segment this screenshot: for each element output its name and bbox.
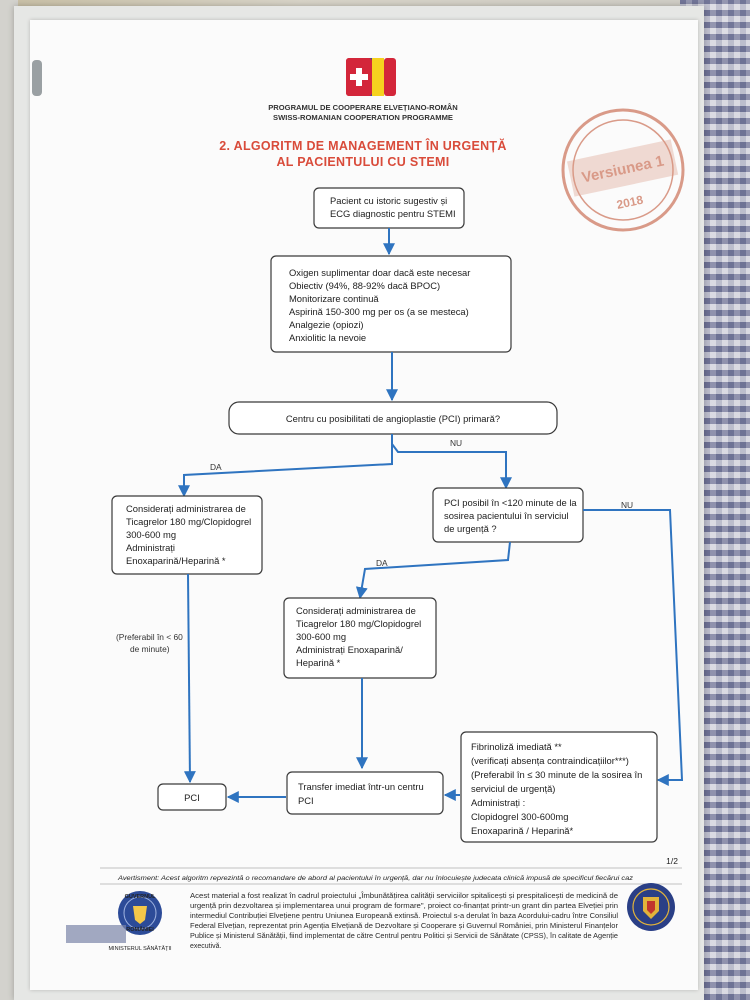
left-treatment-line: Ticagrelor 180 mg/Clopidogrel (126, 516, 251, 527)
fibrinolysis-line: Administrați : (471, 797, 525, 808)
care-line: Oxigen suplimentar doar dacă este necesa… (289, 267, 470, 278)
pci-center-question-node: Centru cu posibilitati de angioplastie (… (228, 401, 558, 435)
page-title-line1: 2. ALGORITM DE MANAGEMENT ÎN URGENȚĂ (219, 138, 506, 153)
left-treatment-line: Considerați administrarea de (126, 503, 246, 514)
care-line: Anxiolitic la nevoie (289, 332, 366, 343)
page-title-line2: AL PACIENTULUI CU STEMI (276, 155, 449, 169)
fibrinolysis-line: (Preferabil în ≤ 30 minute de la sosirea… (471, 769, 642, 780)
footer-line: Acest material a fost realizat în cadrul… (190, 891, 618, 900)
transfer-line: PCI (298, 795, 314, 806)
footer-line: intermediul Contribuției Elvețiene pentr… (190, 913, 618, 920)
pci-text: PCI (184, 792, 200, 803)
middle-treatment-line: Heparină * (296, 657, 341, 668)
fibrinolysis-line: Fibrinoliză imediată ** (471, 741, 562, 752)
warning-text: Avertisment: Acest algoritm reprezintă o… (117, 875, 634, 882)
document-page: PROGRAMUL DE COOPERARE ELVEȚIANO-ROMÂN S… (30, 20, 698, 990)
footer-line: urgență prin dezvoltarea și implementare… (190, 903, 618, 910)
program-name-ro: PROGRAMUL DE COOPERARE ELVEȚIANO-ROMÂN (268, 103, 458, 112)
page-number: 1/2 (666, 856, 678, 866)
pci-120-question-node: PCI posibil în <120 minute de la sosirea… (432, 487, 584, 543)
middle-treatment-line: Considerați administrarea de (296, 605, 416, 616)
left-treatment-node: Considerați administrarea de Ticagrelor … (111, 495, 263, 575)
initial-care-node: Oxigen suplimentar doar dacă este necesa… (270, 255, 512, 353)
pci-120-line: PCI posibil în <120 minute de la (444, 497, 577, 508)
pci-node: PCI (157, 783, 227, 811)
middle-treatment-node: Considerați administrarea de Ticagrelor … (283, 597, 437, 679)
middle-treatment-line: 300-600 mg (296, 631, 346, 642)
flowchart: PROGRAMUL DE COOPERARE ELVEȚIANO-ROMÂN S… (32, 58, 685, 952)
coat-of-arms-logo (627, 883, 675, 931)
start-line: Pacient cu istoric sugestiv și (330, 195, 447, 206)
gov-logo-bottom: MINISTERUL SĂNĂTĂȚII (108, 945, 172, 952)
arrow-nu-to-fibrinolysis (583, 509, 684, 786)
care-line: Aspirină 150-300 mg per os (a se mesteca… (289, 306, 469, 317)
arrow-da-middle (355, 541, 511, 600)
footer-line: Publice și Ministerul Sănătății, fiind i… (190, 933, 618, 940)
label-preferabil-line1: (Preferabil în < 60 (116, 632, 183, 642)
background-left (0, 0, 18, 1000)
swiss-romanian-flag-logo (346, 58, 396, 96)
version-stamp: Versiunea 1 2018 (561, 108, 685, 232)
fibrinolysis-node: Fibrinoliză imediată ** (verificați abse… (460, 731, 658, 843)
start-node: Pacient cu istoric sugestiv și ECG diagn… (313, 187, 465, 229)
care-line: Analgezie (opiozi) (289, 319, 364, 330)
arrow-left-to-pci (183, 573, 196, 784)
arrow-nu-right (391, 443, 512, 490)
label-nu-top: NU (450, 438, 462, 448)
pci-120-line: sosirea pacientului în serviciul (444, 510, 569, 521)
pci-120-line: de urgență ? (444, 523, 497, 534)
middle-treatment-line: Administrați Enoxaparină/ (296, 644, 403, 655)
government-logo: GUVERNUL ROMÂNIEI MINISTERUL SĂNĂTĂȚII (66, 891, 172, 952)
transfer-line: Transfer imediat într-un centru (298, 781, 424, 792)
program-name-en: SWISS-ROMANIAN COOPERATION PROGRAMME (273, 113, 453, 122)
label-preferabil-line2: de minute) (130, 644, 170, 654)
label-da-left: DA (210, 462, 222, 472)
middle-treatment-line: Ticagrelor 180 mg/Clopidogrel (296, 618, 421, 629)
left-treatment-line: Administrați (126, 542, 175, 553)
pci-center-question-text: Centru cu posibilitati de angioplastie (… (286, 413, 500, 424)
binder-ring-icon (32, 60, 42, 96)
transfer-node: Transfer imediat într-un centru PCI (286, 771, 444, 815)
label-da-middle: DA (376, 558, 388, 568)
left-treatment-line: Enoxaparină/Heparină * (126, 555, 226, 566)
fibrinolysis-line: Enoxaparină / Heparină* (471, 825, 574, 836)
fibrinolysis-line: Clopidogrel 300-600mg (471, 811, 568, 822)
stamp-year: 2018 (615, 193, 644, 212)
gov-logo-top: GUVERNUL (125, 894, 157, 900)
start-line: ECG diagnostic pentru STEMI (330, 208, 456, 219)
care-line: Monitorizare continuă (289, 293, 379, 304)
care-line: Obiectiv (94%, 88-92% dacă BPOC) (289, 280, 440, 291)
arrow-da-left (178, 434, 393, 498)
label-nu-right: NU (621, 500, 633, 510)
fibrinolysis-line: (verificați absența contraindicațiilor**… (471, 755, 629, 766)
footer-line: executivă. (190, 943, 222, 950)
gov-logo-mid: ROMÂNIEI (126, 926, 154, 933)
fibrinolysis-line: serviciul de urgență) (471, 783, 555, 794)
left-treatment-line: 300-600 mg (126, 529, 176, 540)
footer-line: Federal Elvețian, reprezentat prin Agenț… (190, 923, 619, 930)
